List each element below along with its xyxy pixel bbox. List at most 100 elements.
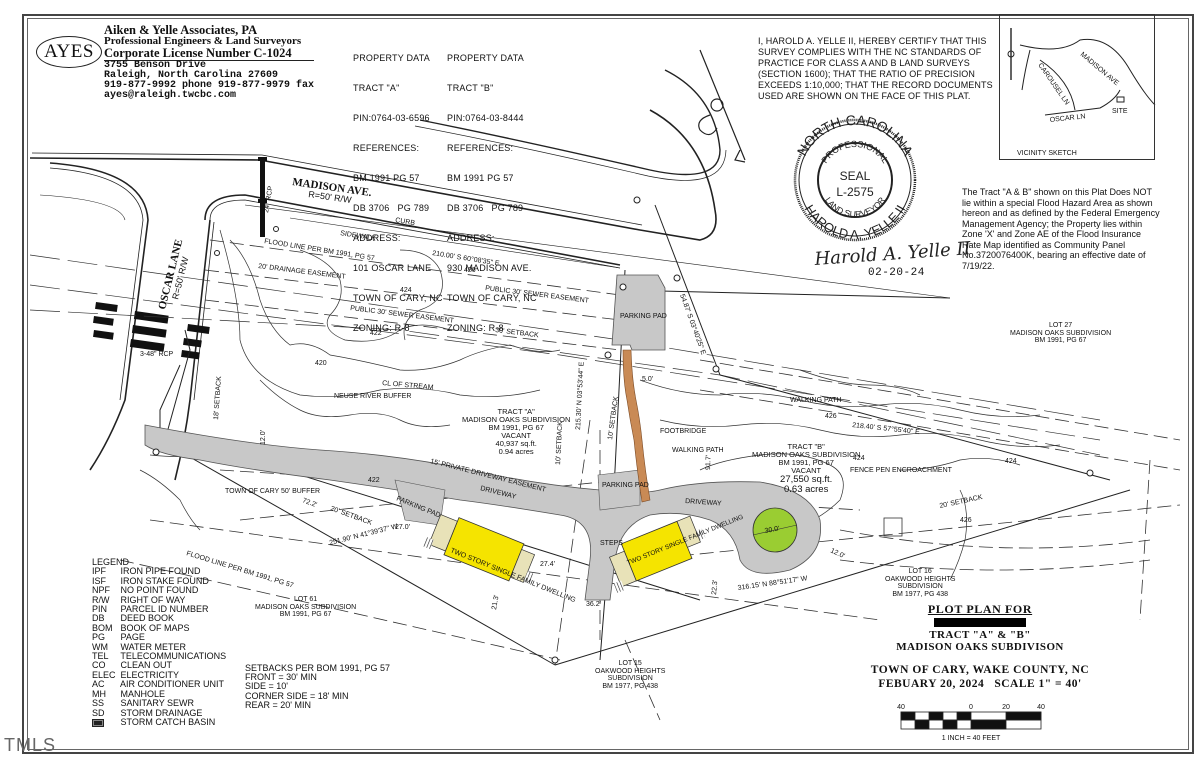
tract-b-line-4: VACANT [791,466,822,475]
tract-a-line-2: MADISON OAKS SUBDIVISION [462,415,571,424]
contour-424-label: 424 [400,287,412,294]
storm-culverts [93,157,267,360]
map-labels: MADISON AVE. R=50' R/W OSCAR LANE R=50' … [140,176,1017,610]
legend-item-ss: SS SANITARY SEWR [92,698,195,709]
setback-18-label: 18' SETBACK [213,376,223,420]
bearing-parking-label: 54.87' S 03°40'25" E [678,293,708,356]
prop-a-ref1: BM 1991 PG 57 [353,173,420,183]
turnaround-dia-label: 30.0' [764,525,780,534]
prop-b-ref-label: REFERENCES: [447,143,514,153]
setback-side: SIDE = 10' [245,681,288,692]
dim-50-label: 5.0' [642,376,653,383]
setback-rear: REAR = 20' MIN [245,699,311,710]
bearing-right-label: 218.40' S 57°55'40" E [852,421,921,436]
property-data-tract-b: PROPERTY DATA TRACT "B" PIN:0764-03-8444… [447,33,537,343]
north-arrow [698,49,746,163]
contour-424c-label: 424 [1005,458,1017,465]
tract-b-area-sqft: 27,550 sq.ft. [780,474,833,485]
setbacks-title: SETBACKS PER BOM 1991, PG 57 [245,663,391,673]
lot-15-line-3: SUBDIVISION [607,675,653,682]
legend-item-db: DB DEED BOOK [92,613,175,624]
lot-61-line-2: MADISON OAKS SUBDIVISION [255,603,357,611]
legend-item-elec: ELEC ELECTRICITY [92,669,180,680]
setback-10a-label: 10' SETBACK [555,421,564,465]
scale-tick-40-right: 40 [1037,704,1045,711]
firm-license: Corporate License Number C-1024 [104,47,315,61]
vicinity-map [1007,28,1156,116]
signature-date: 02-20-24 [868,267,925,279]
firm-logo: AYES [36,36,102,68]
setbacks-note: SETBACKS PER BOM 1991, PG 57 FRONT = 30'… [245,663,391,710]
catch-basin-icon [92,718,104,727]
setback-10b-label: 10' SETBACK [607,396,620,441]
prop-b-address: 930 MADISON AVE. [447,263,532,273]
legend-item-catch-basin: STORM CATCH BASIN [92,717,226,727]
property-data-tract-a: PROPERTY DATA TRACT "A" PIN:0764-03-6596… [353,33,443,343]
bearing-bottom-right-label: 316.15' N 88°51'17" W [737,574,808,592]
parking-pad-b-label: PARKING PAD [602,482,649,489]
lot-27-label: LOT 27 MADISON OAKS SUBDIVISION BM 1991,… [1010,322,1111,345]
prop-b-zoning: ZONING: R-8 [447,323,504,333]
firm-city: Raleigh, North Carolina 27609 [104,70,279,81]
lot-16-line-2: OAKWOOD HEIGHTS [885,575,956,583]
legend-item-bom: BOM BOOK OF MAPS [92,622,190,633]
driveway-b-label: DRIVEWAY [685,498,722,508]
tract-b-label: TRACT "B" MADISON OAKS SUBDIVISION BM 19… [752,443,860,495]
dwelling-a-footprint [422,514,536,583]
tract-b-line-2: MADISON OAKS SUBDIVISION [752,450,861,459]
seal-outer-top: NORTH CAROLINA [794,112,917,159]
parking-pad-top-label: PARKING PAD [620,313,667,320]
walking-path-label-1: WALKING PATH [790,397,842,404]
scale-tick-0: 0 [969,704,973,711]
lot-27-line-3: BM 1991, PG 67 [1034,337,1087,344]
legend-item-ac: AC AIR CONDITIONER UNIT [92,679,225,690]
vicinity-sketch-box [999,14,1155,160]
prop-a-ref2: DB 3706 PG 789 [353,203,430,213]
fence-label: FENCE PEN ENCROACHMENT [850,467,953,474]
tract-a-line-3: BM 1991, PG 67 [488,423,544,432]
title-scale: SCALE 1" = 40' [994,678,1082,690]
lot-15-line-4: BM 1977, PG 438 [602,682,659,690]
curb-label: CURB [395,217,416,227]
prop-b-town: TOWN OF CARY, NC [447,293,537,303]
seal-outer-bottom: HAROLD A. YELLE II [802,202,908,242]
bearing-bottom-left-label: 251.90' N 41°39'37" W [329,522,399,547]
prop-a-ref-label: REFERENCES: [353,143,420,153]
legend-item-npf: NPF NO POINT FOUND [92,585,199,596]
surveyor-signature: Harold A. Yelle II [813,238,972,270]
sheet-border-outer [22,14,1194,754]
setback-corner: CORNER SIDE = 18' MIN [245,690,349,701]
vicinity-oscar-label: OSCAR LN [1049,113,1085,124]
prop-a-zoning: ZONING: R-8 [353,323,410,333]
steps-label: STEPS [600,540,623,547]
firm-phones: 919-877-9992 phone 919-877-9979 fax [104,80,315,91]
title-block: PLOT PLAN FOR TRACT "A" & "B" MADISON OA… [850,602,1110,691]
legend-item-co: CO CLEAN OUT [92,660,173,671]
legend-item-ipf: IPF IRON PIPE FOUND [92,566,201,577]
surveyor-certification: I, HAROLD A. YELLE II, HEREBY CERTIFY TH… [758,36,993,101]
tract-a-area-sqft: 40,937 sq.ft. [495,439,537,448]
legend-item-mh: MH MANHOLE [92,688,166,699]
legend-item-wm: WM WATER METER [92,641,187,652]
firm-name: Aiken & Yelle Associates, PA [104,23,258,37]
lot-61-line-1: LOT 61 [293,596,318,603]
tract-b-line-1: TRACT "B" [787,442,825,451]
graphic-scale-bar [900,711,1042,730]
legend-item-tel: TEL TELECOMMUNICATIONS [92,651,227,662]
prop-b-address-label: ADDRESS: [447,233,495,243]
tract-b-area-acres: 0.63 acres [783,484,829,495]
legend-item-pin: PIN PARCEL ID NUMBER [92,604,209,615]
contour-426-label: 426 [464,267,476,274]
legend-item-sd: SD STORM DRAINAGE [92,707,203,718]
bearing-mid-label: 215.30' N 03°53'44" E [574,361,586,430]
plot-plan-heading: PLOT PLAN FOR [927,602,1033,616]
setback-20-right-label: 20' SETBACK [939,494,984,510]
dim-274-label: 27.4' [540,561,555,568]
footbridge-label: FOOTBRIDGE [660,428,707,435]
lot-27-line-2: MADISON OAKS SUBDIVISION [1010,329,1112,337]
prop-b-ref1: BM 1991 PG 57 [447,173,514,183]
legend-item-pg: PG PAGE [92,632,145,643]
parking-pad-top [611,274,666,351]
dim-362-label: 36.2' [586,601,601,608]
